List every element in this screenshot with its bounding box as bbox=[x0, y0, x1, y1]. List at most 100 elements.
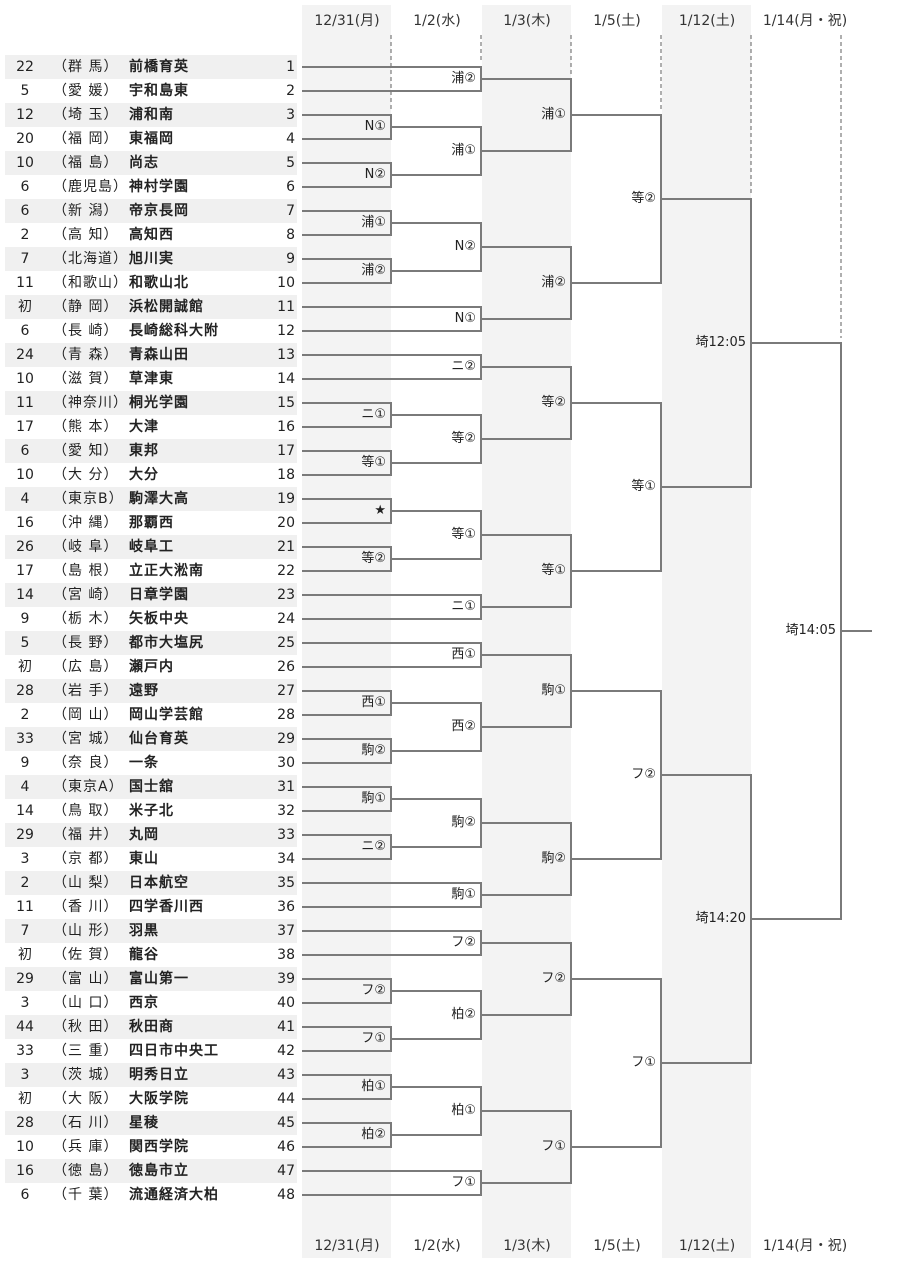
seed-number: 14 bbox=[277, 371, 295, 387]
school-name: 青森山田 bbox=[129, 347, 189, 363]
date-label: 1/12(土) bbox=[678, 13, 736, 29]
seed-number: 12 bbox=[277, 323, 295, 339]
prefecture: （愛 媛） bbox=[53, 83, 119, 99]
appearance-count: 4 bbox=[20, 491, 30, 507]
seed-number: 40 bbox=[277, 995, 295, 1011]
date-label: 1/14(月・祝) bbox=[762, 1238, 848, 1254]
prefecture: （大 阪） bbox=[53, 1091, 119, 1107]
prefecture: （北海道） bbox=[53, 251, 128, 267]
seed-number: 32 bbox=[277, 803, 295, 819]
match-label: 埼14:05 bbox=[785, 623, 836, 638]
appearance-count: 3 bbox=[20, 851, 30, 867]
appearance-count: 28 bbox=[16, 683, 34, 699]
appearance-count: 9 bbox=[20, 611, 30, 627]
seed-number: 38 bbox=[277, 947, 295, 963]
match-label: 駒② bbox=[451, 815, 476, 830]
seed-number: 27 bbox=[277, 683, 295, 699]
seed-number: 11 bbox=[277, 299, 295, 315]
seed-number: 9 bbox=[286, 251, 295, 267]
appearance-count: 26 bbox=[16, 539, 34, 555]
school-name: 桐光学園 bbox=[129, 395, 189, 411]
prefecture: （奈 良） bbox=[53, 755, 119, 771]
seed-number: 8 bbox=[286, 227, 295, 243]
prefecture: （青 森） bbox=[53, 347, 119, 363]
prefecture: （秋 田） bbox=[53, 1019, 119, 1035]
date-label: 1/5(土) bbox=[593, 1238, 641, 1254]
prefecture: （岩 手） bbox=[53, 683, 119, 699]
match-label: N① bbox=[364, 119, 386, 134]
appearance-count: 初 bbox=[18, 659, 32, 675]
match-label: N② bbox=[364, 167, 386, 182]
appearance-count: 33 bbox=[16, 731, 34, 747]
appearance-count: 44 bbox=[16, 1019, 34, 1035]
column-shade bbox=[662, 5, 751, 1258]
seed-number: 13 bbox=[277, 347, 295, 363]
match-label: フ② bbox=[361, 983, 386, 998]
appearance-count: 14 bbox=[16, 587, 34, 603]
prefecture: （佐 賀） bbox=[53, 947, 119, 963]
appearance-count: 33 bbox=[16, 1043, 34, 1059]
match-label: フ② bbox=[541, 971, 566, 986]
school-name: 岡山学芸館 bbox=[129, 707, 204, 723]
seed-number: 47 bbox=[277, 1163, 295, 1179]
seed-number: 3 bbox=[286, 107, 295, 123]
prefecture: （石 川） bbox=[53, 1115, 119, 1131]
school-name: 草津東 bbox=[129, 371, 174, 387]
prefecture: （三 重） bbox=[53, 1043, 119, 1059]
seed-number: 16 bbox=[277, 419, 295, 435]
appearance-count: 6 bbox=[20, 1187, 30, 1203]
match-label: ニ① bbox=[451, 599, 476, 614]
seed-number: 5 bbox=[286, 155, 295, 171]
seed-number: 23 bbox=[277, 587, 295, 603]
match-label: 柏② bbox=[361, 1127, 386, 1142]
seed-number: 29 bbox=[277, 731, 295, 747]
match-label: フ① bbox=[451, 1175, 476, 1190]
match-label: 西① bbox=[451, 647, 476, 662]
seed-number: 46 bbox=[277, 1139, 295, 1155]
school-name: 大阪学院 bbox=[129, 1091, 189, 1107]
prefecture: （沖 縄） bbox=[53, 515, 119, 531]
school-name: 関西学院 bbox=[129, 1139, 189, 1155]
appearance-count: 24 bbox=[16, 347, 34, 363]
seed-number: 19 bbox=[277, 491, 295, 507]
match-label: 埼12:05 bbox=[695, 335, 746, 350]
school-name: 大分 bbox=[129, 467, 159, 483]
school-name: 国士舘 bbox=[129, 779, 174, 795]
prefecture: （静 岡） bbox=[53, 299, 119, 315]
appearance-count: 10 bbox=[16, 155, 34, 171]
school-name: 帝京長岡 bbox=[129, 203, 189, 219]
match-label: フ② bbox=[631, 767, 656, 782]
appearance-count: 6 bbox=[20, 323, 30, 339]
appearance-count: 10 bbox=[16, 467, 34, 483]
appearance-count: 2 bbox=[20, 227, 30, 243]
match-label: フ② bbox=[451, 935, 476, 950]
prefecture: （山 口） bbox=[53, 995, 119, 1011]
school-name: 神村学園 bbox=[129, 179, 189, 195]
prefecture: （福 島） bbox=[53, 155, 119, 171]
school-name: 四学香川西 bbox=[129, 899, 204, 915]
prefecture: （広 島） bbox=[53, 659, 119, 675]
prefecture: （福 井） bbox=[53, 827, 119, 843]
prefecture: （香 川） bbox=[53, 899, 119, 915]
school-name: 米子北 bbox=[129, 803, 174, 819]
appearance-count: 3 bbox=[20, 995, 30, 1011]
match-label: 浦① bbox=[541, 107, 566, 122]
school-name: 丸岡 bbox=[129, 827, 159, 843]
match-label: ★ bbox=[374, 503, 386, 518]
